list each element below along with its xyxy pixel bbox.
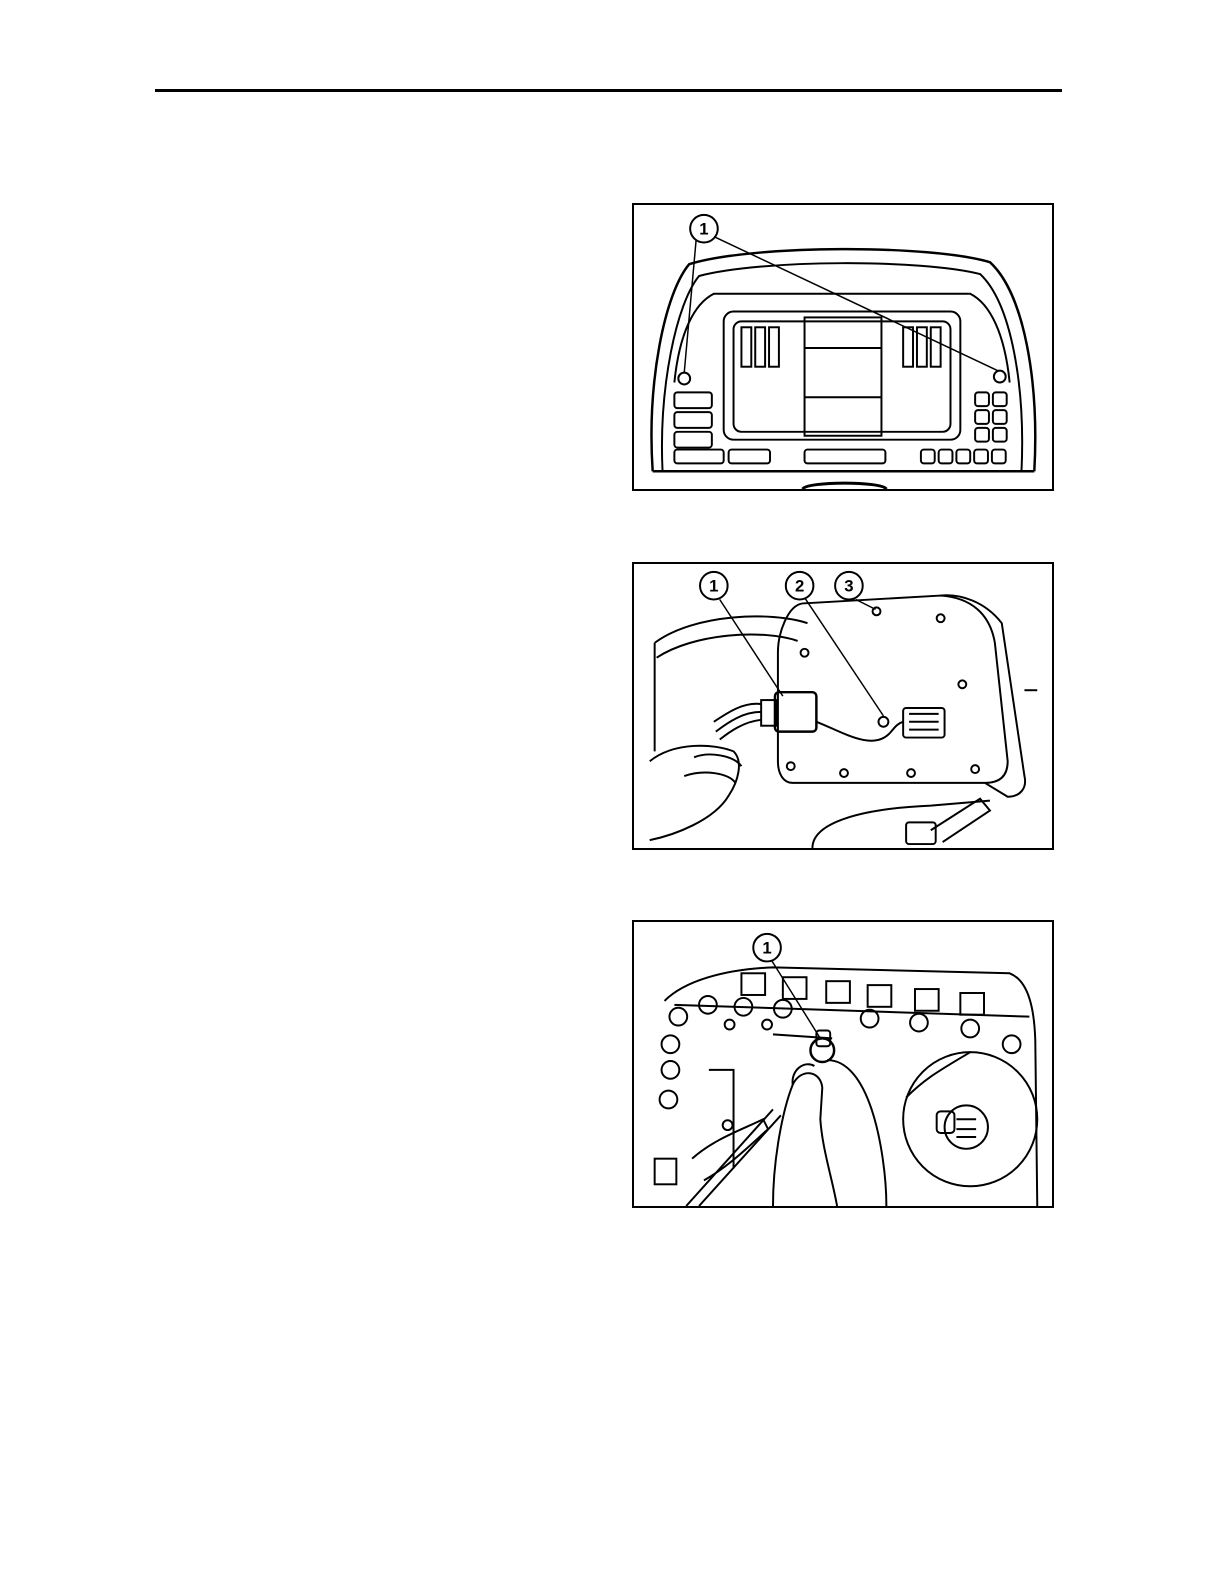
callout-label: 3 [844, 577, 853, 596]
callout-label: 1 [699, 220, 708, 239]
callout-1: 1 [700, 572, 728, 600]
callout-2: 2 [786, 572, 814, 600]
header-rule [155, 89, 1062, 92]
callout-1: 1 [753, 934, 781, 962]
callout-3: 3 [835, 572, 863, 600]
bulb-socket [879, 717, 889, 727]
callout-label: 1 [762, 939, 771, 958]
bezel-illustration: 1 [634, 205, 1052, 489]
callout-label: 1 [709, 577, 718, 596]
figure-bulb-removal: 1 [632, 920, 1054, 1208]
callout-1: 1 [690, 215, 718, 243]
figure-connector-removal: 1 2 3 [632, 562, 1054, 850]
bezel-screw-left [678, 373, 690, 385]
callout-label: 2 [795, 577, 804, 596]
connector-illustration: 1 2 3 [634, 564, 1052, 848]
figure-instrument-bezel: 1 [632, 203, 1054, 491]
bezel-screw-right [994, 371, 1006, 383]
bulb-illustration: 1 [634, 922, 1052, 1206]
